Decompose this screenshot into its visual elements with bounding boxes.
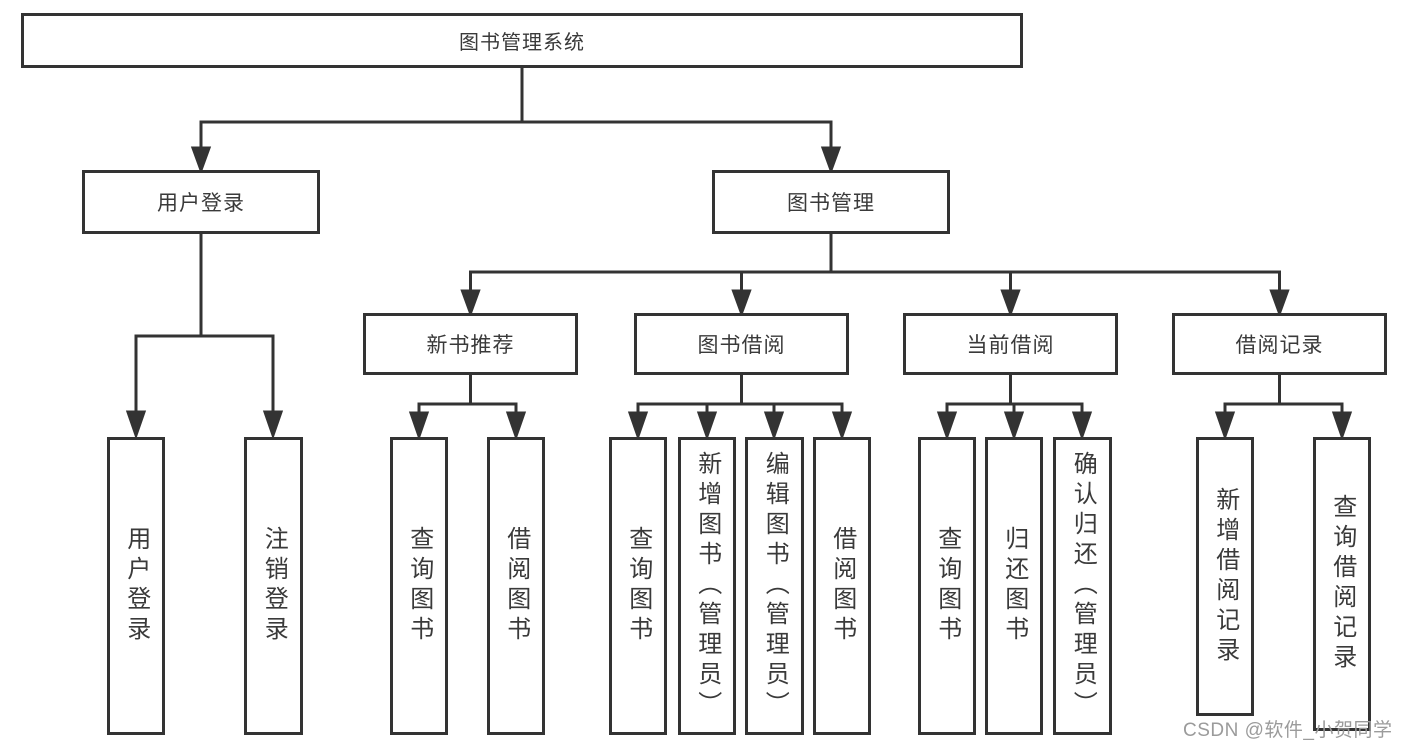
node-borrow-books-2: 借阅图书 [813, 437, 871, 735]
node-confirm-return-admin: 确认归还（管理员） [1053, 437, 1112, 735]
node-label: 编辑图书（管理员） [761, 451, 789, 721]
arrowhead [696, 411, 718, 441]
node-edit-book-admin: 编辑图书（管理员） [745, 437, 804, 735]
node-query-books-1: 查询图书 [390, 437, 448, 735]
node-user-login: 用户登录 [82, 170, 320, 234]
arrowhead [262, 410, 284, 440]
node-current-borrow: 当前借阅 [903, 313, 1118, 375]
node-label: 借阅图书 [828, 526, 856, 646]
node-query-books-2: 查询图书 [609, 437, 667, 735]
connector-root-to-level2 [190, 68, 842, 175]
node-new-book-recommend: 新书推荐 [363, 313, 578, 375]
arrowhead [408, 411, 430, 441]
node-label: 注销登录 [260, 526, 288, 646]
arrowhead [627, 411, 649, 441]
node-user-login-leaf: 用户登录 [107, 437, 165, 735]
node-label: 用户登录 [157, 192, 245, 215]
arrowhead [125, 410, 147, 440]
connector-current-borrow-children [936, 375, 1093, 441]
connector-book-management-children [460, 234, 1290, 318]
arrowhead [460, 289, 481, 318]
node-borrow-records: 借阅记录 [1172, 313, 1387, 375]
node-borrow-books-1: 借阅图书 [487, 437, 545, 735]
node-label: 查询图书 [624, 526, 652, 646]
node-label: 借阅记录 [1235, 334, 1324, 357]
node-label: 查询图书 [405, 526, 433, 646]
arrowhead [831, 411, 853, 441]
node-add-book-admin: 新增图书（管理员） [678, 437, 736, 735]
node-label: 查询图书 [933, 526, 961, 646]
node-return-books: 归还图书 [985, 437, 1043, 735]
node-root-label: 图书管理系统 [459, 32, 585, 54]
connector-user-login-children [125, 234, 284, 440]
node-root: 图书管理系统 [21, 13, 1023, 68]
node-label: 确认归还（管理员） [1069, 451, 1097, 721]
node-label: 查询借阅记录 [1328, 494, 1356, 674]
node-label: 归还图书 [1000, 526, 1028, 646]
arrowhead [1003, 411, 1025, 441]
node-label: 图书管理 [787, 192, 875, 215]
arrowhead [1269, 289, 1290, 318]
node-logout-leaf: 注销登录 [244, 437, 303, 735]
arrowhead [1071, 411, 1093, 441]
node-label: 当前借阅 [966, 334, 1055, 357]
node-query-borrow-record: 查询借阅记录 [1313, 437, 1371, 731]
node-label: 新增图书（管理员） [693, 451, 721, 721]
connector-new-book-recommend-children [408, 375, 527, 441]
node-label: 新书推荐 [426, 334, 515, 357]
node-label: 借阅图书 [502, 526, 530, 646]
node-query-books-3: 查询图书 [918, 437, 976, 735]
node-book-borrow: 图书借阅 [634, 313, 849, 375]
arrowhead [1331, 411, 1353, 441]
node-add-borrow-record: 新增借阅记录 [1196, 437, 1254, 716]
arrowhead [1000, 289, 1021, 318]
node-label: 用户登录 [122, 526, 150, 646]
arrowhead [731, 289, 752, 318]
arrowhead [505, 411, 527, 441]
connector-book-borrow-children [627, 375, 853, 441]
arrowhead [936, 411, 958, 441]
node-book-management: 图书管理 [712, 170, 950, 234]
watermark: CSDN @软件_小贺同学 [1183, 720, 1393, 741]
arrowhead [190, 146, 212, 175]
node-label: 新增借阅记录 [1211, 486, 1239, 667]
arrowhead [1214, 411, 1236, 441]
arrowhead [763, 411, 785, 441]
connector-borrow-records-children [1214, 375, 1353, 441]
arrowhead [820, 146, 842, 175]
node-label: 图书借阅 [697, 334, 786, 357]
